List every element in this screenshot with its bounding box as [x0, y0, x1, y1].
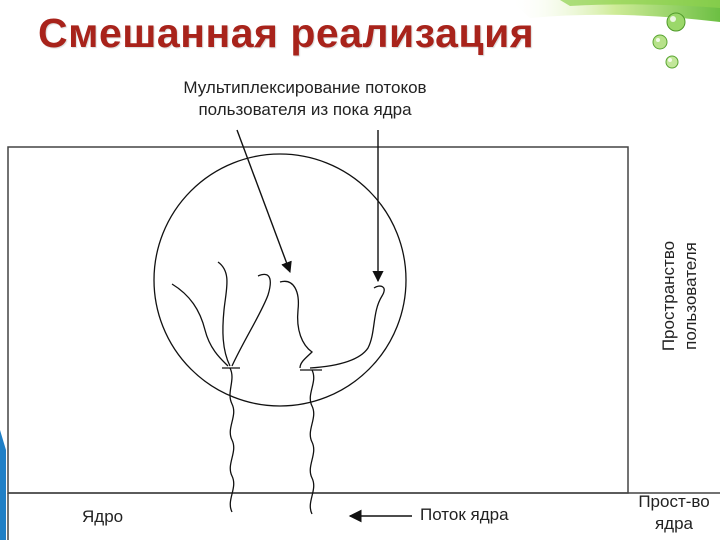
kernel-label: Ядро — [82, 507, 124, 526]
user-space-label-line1: Пространство — [659, 240, 678, 352]
user-thread-5 — [309, 285, 385, 369]
user-thread-1 — [171, 283, 229, 367]
user-space-box — [7, 146, 629, 494]
process-circle — [153, 153, 407, 407]
kernel-space-label-line1: Прост-во — [638, 492, 710, 511]
user-thread-4 — [279, 280, 314, 369]
water-droplet-icon — [666, 12, 686, 32]
user-space-label-line2: пользователя — [681, 242, 700, 350]
multiplexing-label-line2: пользователя из пока ядра — [198, 100, 412, 119]
kernel-thread-label: Поток ядра — [420, 505, 509, 524]
multiplexing-label-line1: Мультиплексирование потоков — [183, 78, 427, 97]
user-thread-3 — [231, 273, 271, 367]
kernel-thread-1 — [229, 367, 235, 513]
left-accent-strip — [0, 430, 6, 540]
multiplexing-label: Мультиплексирование потоков пользователя… — [120, 77, 490, 121]
user-threads — [171, 261, 385, 369]
kernel-thread-2 — [309, 369, 315, 515]
kernel-space-label-line2: ядра — [654, 514, 694, 533]
corner-decoration — [510, 0, 720, 69]
multiplexing-arrow-1 — [236, 129, 292, 274]
slide-title: Смешанная реализация — [38, 10, 535, 56]
user-thread-2 — [217, 261, 231, 367]
user-space-label: Пространство пользователя — [658, 176, 702, 416]
kernel-space-label: Прост-во ядра — [628, 491, 720, 535]
